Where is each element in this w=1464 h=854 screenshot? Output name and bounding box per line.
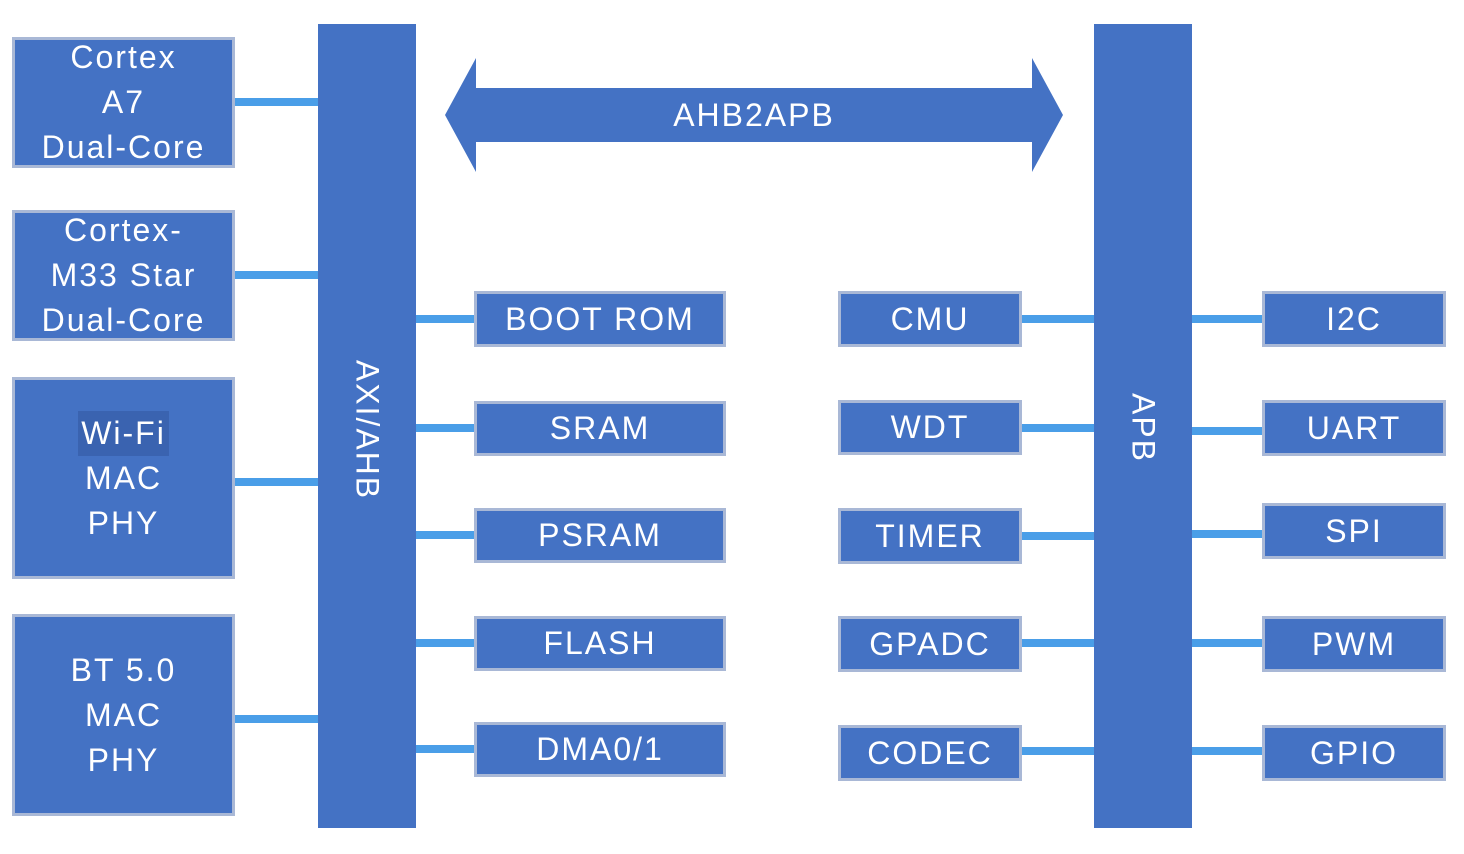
connector-wdt	[1020, 424, 1096, 432]
gpio-label: GPIO	[1309, 734, 1398, 771]
ahb2apb-label: AHB2APB	[673, 97, 835, 133]
bt-block: BT 5.0 MAC PHY	[12, 614, 235, 816]
connector-sram	[414, 424, 476, 432]
wdt-label: WDT	[890, 409, 970, 445]
cortex-a7-line-2: A7	[101, 84, 146, 120]
codec-block: CODEC	[838, 725, 1022, 781]
wifi-block: Wi-Fi MAC PHY	[12, 377, 235, 579]
flash-label: FLASH	[543, 625, 657, 661]
apb-bus: APB	[1094, 24, 1192, 828]
psram-label: PSRAM	[538, 517, 662, 553]
connector-cpu-a7	[234, 98, 320, 106]
boot-rom-label: BOOT ROM	[505, 300, 695, 337]
flash-block: FLASH	[474, 616, 726, 671]
pwm-block: PWM	[1262, 616, 1446, 672]
cmu-block: CMU	[838, 291, 1022, 347]
cmu-label: CMU	[890, 300, 970, 337]
connector-codec	[1020, 747, 1096, 755]
i2c-label: I2C	[1326, 300, 1382, 337]
cortex-a7-line-1: Cortex	[70, 39, 177, 75]
connector-timer	[1020, 532, 1096, 540]
cortex-m33-line-1: Cortex-	[64, 212, 183, 248]
cortex-m33-block: Cortex- M33 Star Dual-Core	[12, 210, 235, 341]
timer-label: TIMER	[875, 517, 985, 554]
sram-block: SRAM	[474, 401, 726, 456]
gpadc-label: GPADC	[869, 625, 991, 662]
wifi-line-2: MAC	[84, 459, 163, 496]
gpio-block: GPIO	[1262, 725, 1446, 781]
connector-pwm	[1190, 639, 1264, 647]
timer-block: TIMER	[838, 508, 1022, 564]
codec-label: CODEC	[867, 734, 993, 771]
connector-flash	[414, 639, 476, 647]
spi-block: SPI	[1262, 503, 1446, 559]
connector-uart	[1190, 427, 1264, 435]
wdt-block: WDT	[838, 400, 1022, 455]
cortex-m33-line-2: M33 Star	[50, 257, 197, 293]
uart-block: UART	[1262, 400, 1446, 456]
connector-boot-rom	[414, 315, 476, 323]
pwm-label: PWM	[1311, 625, 1397, 662]
uart-label: UART	[1306, 409, 1402, 446]
cortex-a7-block: Cortex A7 Dual-Core	[12, 37, 235, 168]
spi-label: SPI	[1325, 512, 1383, 549]
connector-gpio	[1190, 747, 1264, 755]
connector-cmu	[1020, 315, 1096, 323]
cortex-a7-line-3: Dual-Core	[41, 129, 206, 165]
connector-spi	[1190, 530, 1264, 538]
gpadc-block: GPADC	[838, 616, 1022, 672]
sram-label: SRAM	[549, 410, 651, 446]
bt-line-3: PHY	[87, 741, 160, 778]
bt-line-2: MAC	[84, 696, 163, 733]
wifi-line-3: PHY	[87, 504, 160, 541]
ahb2apb-arrow-shape	[445, 58, 1063, 172]
connector-wifi	[234, 478, 320, 486]
bt-line-1: BT 5.0	[70, 651, 177, 688]
axi-ahb-bus: AXI/AHB	[318, 24, 416, 828]
dma-block: DMA0/1	[474, 722, 726, 777]
wifi-line-1: Wi-Fi	[78, 410, 169, 456]
connector-psram	[414, 531, 476, 539]
connector-gpadc	[1020, 639, 1096, 647]
connector-bt	[234, 715, 320, 723]
boot-rom-block: BOOT ROM	[474, 291, 726, 347]
psram-block: PSRAM	[474, 508, 726, 563]
connector-i2c	[1190, 315, 1264, 323]
i2c-block: I2C	[1262, 291, 1446, 347]
cortex-m33-line-3: Dual-Core	[41, 302, 206, 338]
dma-label: DMA0/1	[536, 731, 664, 767]
connector-dma	[414, 745, 476, 753]
connector-cpu-m33	[234, 271, 320, 279]
